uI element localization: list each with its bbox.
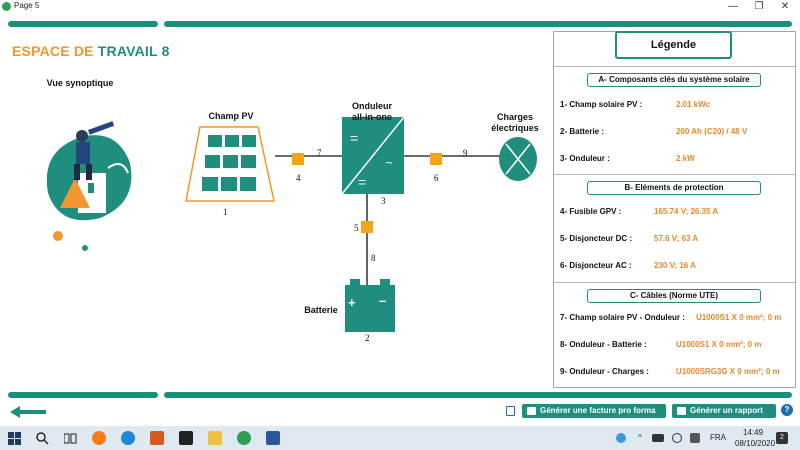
generate-invoice-label: Générer une facture pro forma	[540, 406, 656, 415]
language-indicator[interactable]: FRA	[710, 433, 726, 442]
legend-row-value: 2.01 kWc	[676, 100, 711, 109]
label-6: 6	[434, 173, 439, 183]
top-bar-right	[164, 21, 792, 27]
svg-text:=: =	[358, 174, 366, 190]
loads-label-line2: électriques	[491, 123, 539, 133]
section-protection: B- Eléments de protection 4- Fusible GPV…	[554, 174, 795, 282]
legend-row-label: 7- Champ solaire PV - Onduleur :	[560, 313, 685, 322]
search-icon[interactable]	[36, 432, 49, 445]
legend-row-label: 8- Onduleur - Batterie :	[560, 340, 647, 349]
edge-icon[interactable]	[121, 431, 135, 445]
clock-date[interactable]: 08/10/2020	[735, 439, 776, 448]
svg-text:–: –	[379, 293, 386, 308]
help-icon[interactable]: ?	[781, 404, 793, 416]
generate-report-label: Générer un rapport	[690, 406, 763, 415]
cloud-icon[interactable]	[616, 433, 626, 443]
legend-row-value: 200 Ah (C20) / 48 V	[676, 127, 748, 136]
legend-row-value: U1000SRG3G X 0 mm²; 0 m	[676, 367, 780, 376]
network-icon[interactable]	[672, 433, 682, 443]
clock-time[interactable]: 14:49	[743, 428, 764, 437]
svg-text:~: ~	[385, 155, 393, 170]
window-titlebar: Page 5 — ❐ ✕	[0, 0, 800, 14]
window-title: Page 5	[14, 1, 40, 10]
legend-row-label: 1- Champ solaire PV :	[560, 100, 643, 109]
legend-row-label: 5- Disjoncteur DC :	[560, 234, 633, 243]
page-title-part1: ESPACE DE	[12, 43, 94, 59]
section-header: B- Eléments de protection	[587, 181, 761, 195]
label-7: 7	[317, 148, 322, 158]
label-2: 2	[365, 333, 370, 343]
view-label: Vue synoptique	[46, 78, 114, 88]
label-3: 3	[381, 196, 386, 206]
invoice-icon	[527, 407, 536, 415]
legend-row-value: U1000S1 X 0 mm²; 0 m	[676, 340, 762, 349]
generate-invoice-button[interactable]: Générer une facture pro forma	[522, 404, 666, 418]
loads-label-line1: Charges	[496, 112, 533, 122]
legend-button[interactable]: Légende	[615, 31, 732, 59]
legend-row-label: 3- Onduleur :	[560, 154, 610, 163]
legend-row-label: 9- Onduleur - Charges :	[560, 367, 649, 376]
legend-row-label: 4- Fusible GPV :	[560, 207, 622, 216]
tray-chevron-icon[interactable]: ^	[638, 433, 642, 442]
battery-label: Batterie	[304, 305, 338, 315]
section-header: C- Câbles (Norme UTE)	[587, 289, 761, 303]
matlab-icon[interactable]	[150, 431, 164, 445]
legend-row-value: 2 kW	[676, 154, 695, 163]
section-cables: C- Câbles (Norme UTE) 7- Champ solaire P…	[554, 282, 795, 387]
minimize-icon[interactable]: —	[728, 1, 738, 12]
pv-label: Champ PV	[208, 111, 254, 121]
legend-panel: A- Composants clés du système solaire 1-…	[553, 31, 796, 388]
battery-icon[interactable]	[652, 434, 664, 442]
synoptic-diagram: = ~ = + –	[185, 116, 537, 332]
bottom-bar-left	[8, 392, 158, 398]
label-5: 5	[354, 223, 359, 233]
bottom-bar-right	[164, 392, 792, 398]
inverter-label-line1: Onduleur	[352, 101, 392, 111]
page-title-part2: TRAVAIL 8	[97, 43, 170, 59]
notification-icon[interactable]: 2	[776, 432, 788, 444]
label-1: 1	[223, 207, 228, 217]
legend-row-label: 6- Disjoncteur AC :	[560, 261, 632, 270]
file-explorer-icon[interactable]	[208, 431, 222, 445]
legend-row-value: U1000S1 X 0 mm²; 0 m	[696, 313, 782, 322]
section-header: A- Composants clés du système solaire	[587, 73, 761, 87]
task-view-icon[interactable]	[64, 432, 77, 445]
section-components: A- Composants clés du système solaire 1-…	[554, 66, 795, 174]
legend-row-value: 57.6 V; 63 A	[654, 234, 699, 243]
legend-row-value: 230 V; 16 A	[654, 261, 696, 270]
app-taskbar-icon[interactable]	[237, 431, 251, 445]
inverter-label-line2: all-in-one	[352, 112, 392, 122]
report-icon	[677, 407, 686, 415]
close-icon[interactable]: ✕	[780, 1, 790, 12]
svg-text:=: =	[350, 130, 358, 146]
label-4: 4	[296, 173, 301, 183]
taskbar: ^ FRA 14:49 08/10/2020 2	[0, 426, 800, 450]
page-title: ESPACE DE TRAVAIL 8	[12, 43, 170, 59]
svg-text:+: +	[348, 295, 356, 310]
engineer-illustration	[46, 121, 132, 251]
word-icon[interactable]	[266, 431, 280, 445]
store-icon[interactable]	[179, 431, 193, 445]
app-icon	[2, 2, 11, 11]
back-arrow-icon[interactable]	[8, 404, 48, 420]
label-8: 8	[371, 253, 376, 263]
legend-row-value: 165.74 V; 26.35 A	[654, 207, 719, 216]
legend-row-label: 2- Batterie :	[560, 127, 605, 136]
volume-icon[interactable]	[690, 433, 700, 443]
generate-report-button[interactable]: Générer un rapport	[672, 404, 776, 418]
firefox-icon[interactable]	[92, 431, 106, 445]
calendar-icon[interactable]	[506, 406, 515, 416]
top-bar-left	[8, 21, 158, 27]
label-9: 9	[463, 148, 468, 158]
windows-start-icon[interactable]	[8, 432, 21, 445]
maximize-icon[interactable]: ❐	[754, 1, 764, 12]
